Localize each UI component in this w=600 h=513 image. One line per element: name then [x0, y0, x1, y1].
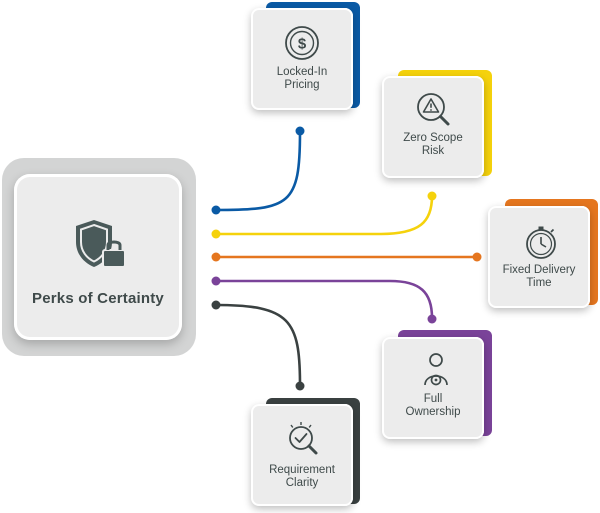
connector-zero-scope-risk	[214, 194, 434, 236]
card-zero-scope-risk	[382, 76, 484, 178]
warning-magnifier-icon	[417, 93, 450, 126]
dot-start-1	[211, 205, 221, 215]
card-label-locked-in-pricing: Locked-In Pricing	[251, 66, 353, 92]
card-label-requirement-clarity: Requirement Clarity	[251, 464, 353, 490]
label-line-2: Ownership	[405, 406, 461, 418]
user-gear-icon	[424, 353, 448, 386]
shield-lock-icon	[76, 220, 126, 268]
label-line-1: Zero Scope	[403, 132, 463, 144]
label-line-2: Pricing	[284, 79, 320, 91]
card-requirement-clarity	[251, 404, 353, 506]
dot-end-3	[472, 252, 482, 262]
hub-title: Perks of Certainty	[32, 290, 164, 307]
dot-start-5	[211, 300, 221, 310]
dot-end-4	[427, 314, 437, 324]
dot-start-2	[211, 229, 221, 239]
dot-end-5	[295, 381, 305, 391]
dot-end-2	[427, 191, 437, 201]
dot-start-4	[211, 276, 221, 286]
label-line-1: Full	[423, 393, 443, 405]
svg-text:$: $	[298, 36, 307, 53]
label-line-1: Requirement	[269, 464, 335, 476]
label-line-2: Time	[526, 277, 552, 289]
card-label-zero-scope-risk: Zero Scope Risk	[382, 132, 484, 158]
dollar-coin-icon: $	[285, 26, 319, 60]
label-line-1: Fixed Delivery	[502, 264, 576, 276]
check-magnifier-icon	[289, 422, 318, 455]
connector-locked-in-pricing	[214, 130, 302, 212]
card-label-full-ownership: Full Ownership	[382, 393, 484, 419]
dot-end-1	[295, 126, 305, 136]
label-line-1: Locked-In	[276, 66, 328, 78]
label-line-2: Clarity	[285, 477, 319, 489]
stopwatch-icon	[526, 226, 556, 259]
connector-requirement-clarity	[214, 303, 302, 387]
dot-start-3	[211, 252, 221, 262]
card-label-fixed-delivery-time: Fixed Delivery Time	[488, 264, 590, 290]
label-line-2: Risk	[421, 145, 445, 157]
connector-full-ownership	[214, 279, 434, 320]
